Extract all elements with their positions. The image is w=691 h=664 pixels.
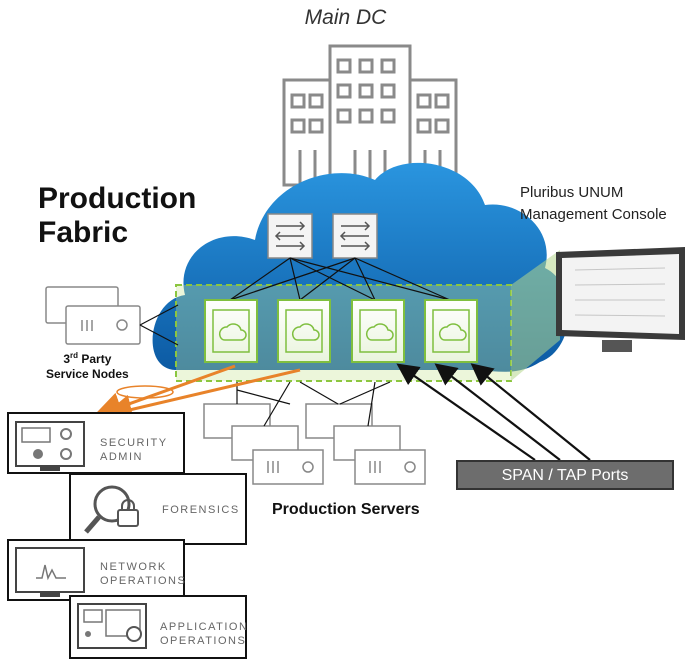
console-label-line-2: Management Console <box>520 206 667 223</box>
monitoring-feed-arrows <box>92 364 301 425</box>
production-servers-label: Production Servers <box>272 501 420 518</box>
main-dc-title: Main DC <box>304 6 387 29</box>
forensics-label: FORENSICS <box>162 504 240 516</box>
spine-switch-1 <box>267 213 313 259</box>
span-tap-ports-box: SPAN / TAP Ports <box>456 460 674 490</box>
spine-switch-2 <box>332 213 378 259</box>
production-servers <box>203 403 426 485</box>
spine-leaf-links <box>229 257 451 301</box>
span-tap-arrows <box>396 363 591 461</box>
tool-panel-application <box>69 595 247 659</box>
leaf-node-2 <box>277 299 331 363</box>
third-party-line-1: 3rd Party <box>63 351 112 366</box>
fabric-title-line-2: Fabric <box>38 216 129 249</box>
production-fabric-title: Production Fabric <box>38 182 196 250</box>
leaf-node-3 <box>351 299 405 363</box>
tool-panel-security <box>7 412 185 474</box>
console-label-line-1: Pluribus UNUM <box>520 184 624 201</box>
third-party-label: 3rd Party Service Nodes <box>46 348 129 382</box>
leaf-node-4 <box>424 299 478 363</box>
fabric-leaf-nodes <box>204 299 478 363</box>
service-node-links <box>139 304 179 346</box>
tool-panel-forensics <box>69 473 247 545</box>
security-admin-label: SECURITY ADMIN <box>100 437 168 463</box>
console-projection <box>511 250 560 381</box>
application-operations-label: APPLICATION OPERATIONS <box>160 621 249 647</box>
leaf-node-1 <box>204 299 258 363</box>
management-console-monitor-icon <box>556 247 685 352</box>
tool-panel-network <box>7 539 185 601</box>
third-party-line-2: Service Nodes <box>46 367 129 381</box>
third-party-service-nodes <box>45 286 141 345</box>
console-label: Pluribus UNUM Management Console <box>520 182 667 226</box>
fabric-title-line-1: Production <box>38 182 197 215</box>
network-operations-label: NETWORK OPERATIONS <box>100 561 187 587</box>
server-links <box>236 381 391 427</box>
